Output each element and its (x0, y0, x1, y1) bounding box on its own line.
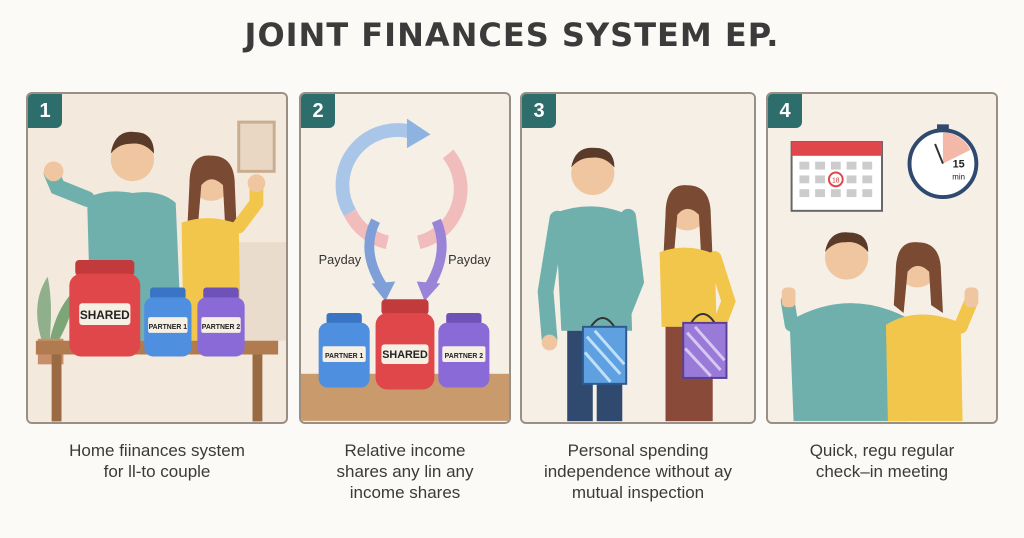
check-in-meeting-illustration: 18 15 min (768, 94, 996, 422)
caption-3: Personal spending independence without a… (520, 440, 756, 503)
timer-unit: min (952, 172, 965, 181)
calendar-marked-day: 18 (832, 177, 840, 184)
caption-3-line-2: independence without ay (543, 462, 733, 481)
couple-with-jars-illustration: SHARED PARTNER 1 PARTNER 2 (28, 94, 286, 422)
caption-3-line-3: mutual inspection (571, 483, 705, 502)
caption-2-line-2: shares any lin any (336, 462, 474, 481)
panel-2: 2 Payday Payday PARTNER 1 SHARED PARTNER… (299, 92, 511, 424)
timer-value: 15 (953, 159, 965, 171)
step-badge-3: 3 (522, 94, 556, 128)
step-badge-1: 1 (28, 94, 62, 128)
caption-1-line-2: for ll-to couple (103, 462, 211, 481)
panel-4: 4 18 15 min (766, 92, 998, 424)
p2-partner2-jar-label: PARTNER 2 (445, 353, 484, 360)
p2-partner1-jar-label: PARTNER 1 (325, 353, 364, 360)
caption-2: Relative income shares any lin any incom… (299, 440, 511, 503)
partner2-jar-label: PARTNER 2 (202, 324, 241, 331)
caption-4-line-2: check–in meeting (815, 462, 949, 481)
payday-distribution-illustration: Payday Payday PARTNER 1 SHARED PARTNER 2 (301, 95, 509, 421)
caption-1: Home fiinances system for ll-to couple (26, 440, 288, 482)
payday-label-right: Payday (448, 252, 491, 267)
caption-2-line-3: income shares (349, 483, 461, 502)
caption-3-line-1: Personal spending (567, 441, 709, 460)
caption-1-line-1: Home fiinances system (69, 441, 245, 460)
page-title: JOINT FINANCES SYSTEM EP. (244, 16, 780, 54)
step-badge-4: 4 (768, 94, 802, 128)
payday-label-left: Payday (319, 252, 362, 267)
panel-1: 1 SHARED PARTNER 1 (26, 92, 288, 424)
caption-2-line-1: Relative income (344, 441, 466, 460)
caption-4: Quick, regu regular check–in meeting (766, 440, 998, 482)
shared-jar-label: SHARED (80, 308, 130, 322)
panel-3: 3 (520, 92, 756, 424)
shopping-couple-illustration (522, 94, 754, 422)
caption-4-line-1: Quick, regu regular (809, 441, 955, 460)
timer-icon: 15 min (907, 124, 979, 200)
calendar-icon: 18 (790, 141, 883, 212)
step-badge-2: 2 (301, 94, 335, 128)
partner1-jar-label: PARTNER 1 (149, 324, 188, 331)
p2-shared-jar-label: SHARED (382, 349, 428, 361)
